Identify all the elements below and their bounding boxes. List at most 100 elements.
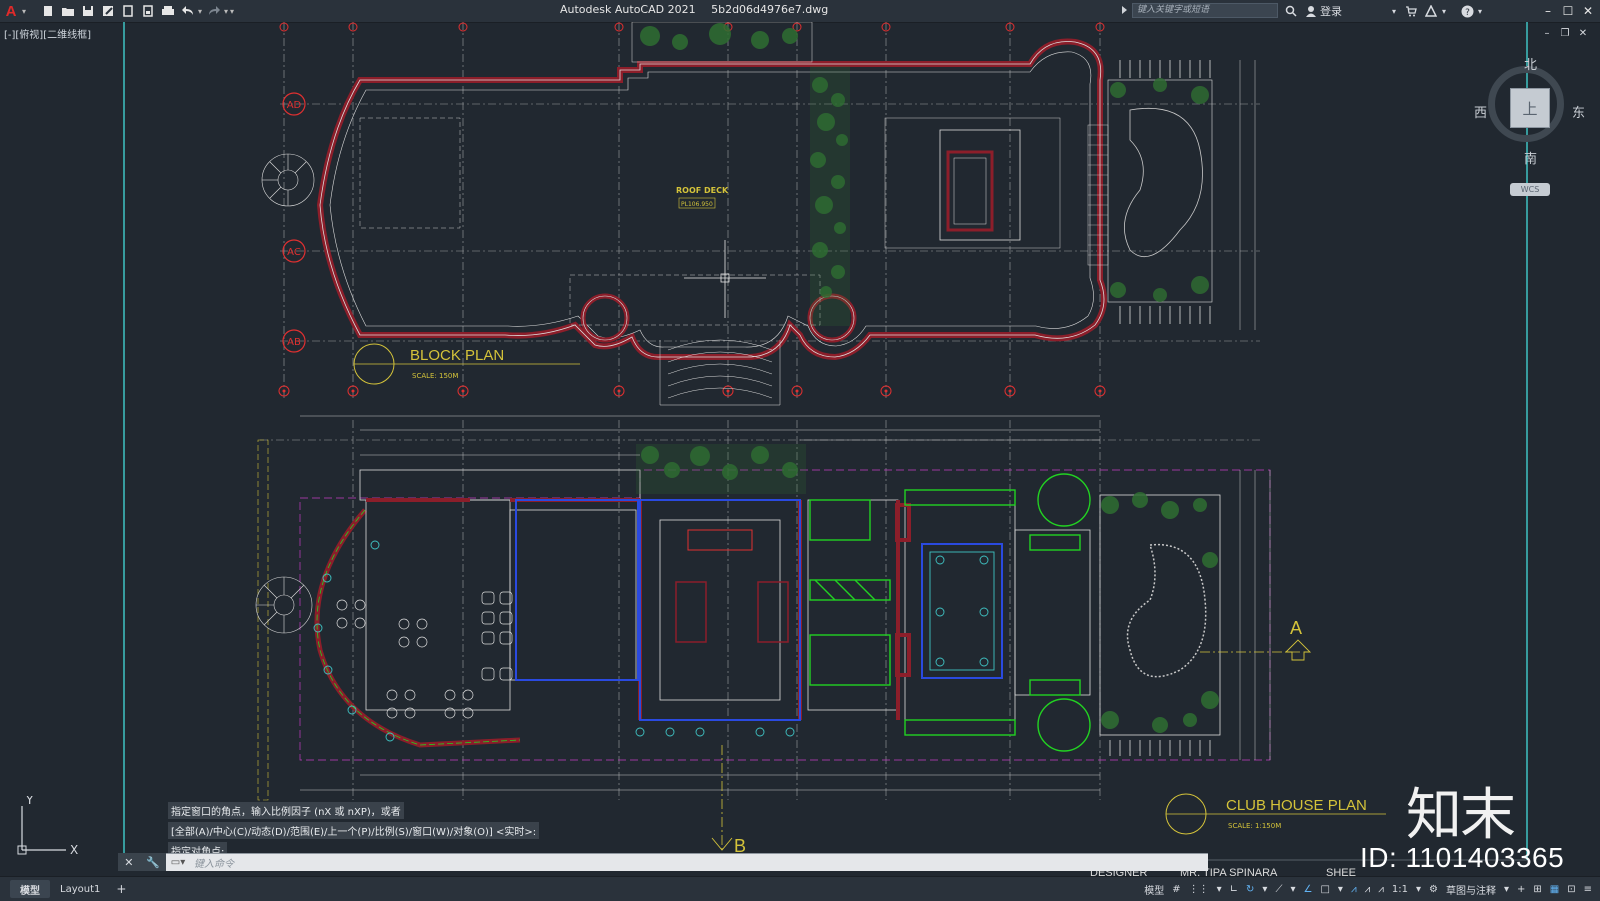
block-plan-scale: SCALE: 150M: [412, 372, 458, 380]
ortho-icon[interactable]: ∟: [1229, 883, 1239, 895]
save-icon[interactable]: [80, 3, 96, 19]
object-snap-tracking-icon[interactable]: ∠: [1303, 883, 1313, 895]
search-icon[interactable]: [1284, 3, 1298, 19]
redo-icon[interactable]: [206, 3, 222, 19]
object-snap-chevron-icon[interactable]: ▾: [1337, 883, 1343, 895]
wcs-menu-button[interactable]: WCS: [1510, 183, 1550, 196]
snap-chevron-icon[interactable]: ▾: [1216, 883, 1222, 895]
workspace-switch[interactable]: 草图与注释: [1445, 885, 1496, 897]
help-chevron-icon[interactable]: ▾: [1477, 6, 1482, 16]
command-placeholder: 键入命令: [194, 858, 234, 870]
grid-label-ab: AB: [287, 337, 301, 348]
compass-east[interactable]: 东: [1572, 106, 1586, 121]
maximize-button[interactable]: ☐: [1562, 4, 1574, 18]
login-chevron-icon[interactable]: ▾: [1391, 6, 1396, 16]
undo-icon[interactable]: [180, 3, 196, 19]
redo-chevron-icon[interactable]: ▾: [224, 6, 229, 16]
open-web-icon[interactable]: [120, 3, 136, 19]
app-name: Autodesk AutoCAD 2021: [560, 3, 696, 16]
doc-restore-button[interactable]: ❐: [1560, 27, 1570, 39]
isometric-icon[interactable]: ⟋: [1275, 883, 1283, 895]
tab-layout1[interactable]: Layout1: [60, 883, 101, 895]
auto-scale-icon[interactable]: ⩘: [1364, 883, 1371, 895]
plot-icon[interactable]: [160, 3, 176, 19]
compass-west[interactable]: 西: [1474, 106, 1488, 121]
ucs-x-label: X: [70, 843, 78, 856]
snap-icon[interactable]: ⋮⋮: [1188, 883, 1209, 895]
annotation-scale-icon[interactable]: ⩘: [1378, 883, 1384, 895]
save-web-icon[interactable]: [140, 3, 156, 19]
window-title: Autodesk AutoCAD 2021 5b2d06d4976e7.dwg: [560, 3, 840, 16]
compass-south[interactable]: 南: [1524, 152, 1538, 167]
grid-bubble-ac: AC: [282, 239, 306, 263]
login-button[interactable]: 登录: [1320, 5, 1342, 18]
close-button[interactable]: ✕: [1582, 4, 1594, 18]
planter-strip-top: [640, 23, 850, 326]
viewcube-top-face[interactable]: 上: [1510, 88, 1550, 128]
grid-label-ac: AC: [287, 247, 301, 258]
workspace-chevron-icon[interactable]: ▾: [1503, 883, 1509, 895]
block-plan-title: BLOCK PLAN: [410, 347, 504, 364]
command-line[interactable]: [118, 853, 1208, 871]
new-file-icon[interactable]: [40, 3, 56, 19]
drawing-canvas[interactable]: AD AC AB: [0, 22, 1600, 876]
viewcube[interactable]: 上 北 南 西 东: [1474, 58, 1585, 168]
save-as-icon[interactable]: [100, 3, 116, 19]
command-prompt-icon[interactable]: ▭▾: [170, 856, 186, 868]
annotation-scale-chevron-icon[interactable]: ▾: [1415, 883, 1421, 895]
a360-chevron-icon[interactable]: ▾: [1441, 6, 1446, 16]
search-expand-icon[interactable]: [1122, 6, 1127, 14]
add-layout-button[interactable]: +: [116, 882, 127, 896]
crosshair-cursor: [684, 240, 766, 318]
object-snap-icon[interactable]: □: [1320, 883, 1330, 895]
grid-bubble-ab: AB: [282, 329, 306, 353]
minimize-button[interactable]: –: [1545, 4, 1551, 18]
plus-icon[interactable]: +: [1516, 883, 1526, 895]
grid-label-ad: AD: [287, 100, 302, 111]
annotation-scale-value[interactable]: 1:1: [1391, 883, 1408, 895]
roof-wall: [316, 38, 1107, 361]
customize-command-icon[interactable]: 🔧: [146, 855, 160, 869]
compass-north[interactable]: 北: [1524, 58, 1538, 73]
sheet-label: SHEE: [1326, 867, 1356, 876]
grid-icon[interactable]: #: [1172, 883, 1181, 895]
spiral-stair-top: [261, 153, 315, 207]
clean-screen-icon[interactable]: ⊡: [1567, 883, 1576, 895]
watermark-id: ID: 1101403365: [1360, 842, 1565, 873]
garden-club-right: [1101, 492, 1219, 756]
quick-properties-icon[interactable]: ▦: [1549, 883, 1560, 895]
undo-chevron-icon[interactable]: ▾: [198, 6, 203, 16]
workspace-gear-icon[interactable]: ⚙: [1428, 883, 1438, 895]
search-input[interactable]: 键入关键字或短语: [1132, 3, 1278, 18]
annotation-visibility-icon[interactable]: ⩘: [1350, 883, 1357, 895]
svg-text:?: ?: [1465, 8, 1470, 18]
doc-close-button[interactable]: ✕: [1578, 27, 1588, 39]
close-command-line-icon[interactable]: ✕: [124, 855, 134, 869]
grid-bubbles-top: [278, 22, 1106, 397]
isometric-chevron-icon[interactable]: ▾: [1290, 883, 1296, 895]
polar-tracking-icon[interactable]: ↻: [1246, 883, 1255, 895]
status-bar: 模型 Layout1 + 模型 # ⋮⋮ ▾ ∟ ↻ ▾ ⟋ ▾ ∠ □ ▾ ⩘…: [0, 876, 1600, 901]
user-icon[interactable]: [1304, 3, 1318, 19]
app-menu-chevron-icon[interactable]: ▾: [22, 6, 27, 16]
command-input[interactable]: ▭▾ 键入命令: [168, 855, 768, 870]
cart-icon[interactable]: [1404, 3, 1418, 19]
autocad-logo-icon[interactable]: A: [5, 2, 17, 20]
tab-model[interactable]: 模型: [10, 880, 50, 898]
viewport-controls-label[interactable]: [-][俯视][二维线框]: [4, 30, 92, 41]
autodesk-a360-icon[interactable]: [1424, 3, 1438, 19]
designer-label: DESIGNER: [1090, 867, 1148, 876]
command-line-controls: ✕ 🔧: [118, 853, 166, 871]
help-icon[interactable]: ?: [1460, 3, 1474, 19]
section-marker-a: A: [1200, 618, 1312, 661]
open-file-icon[interactable]: [60, 3, 76, 19]
doc-minimize-button[interactable]: –: [1544, 27, 1550, 39]
viewcube-compass-ring[interactable]: [1488, 66, 1564, 142]
customize-toolbar-icon[interactable]: ▾: [230, 6, 235, 16]
model-space-button[interactable]: 模型: [1144, 885, 1165, 897]
customization-menu-icon[interactable]: ≡: [1583, 883, 1592, 895]
units-icon[interactable]: ⊞: [1533, 883, 1542, 895]
ucs-y-label: Y: [25, 796, 34, 807]
section-marker-b: B: [711, 745, 746, 856]
polar-chevron-icon[interactable]: ▾: [1262, 883, 1268, 895]
